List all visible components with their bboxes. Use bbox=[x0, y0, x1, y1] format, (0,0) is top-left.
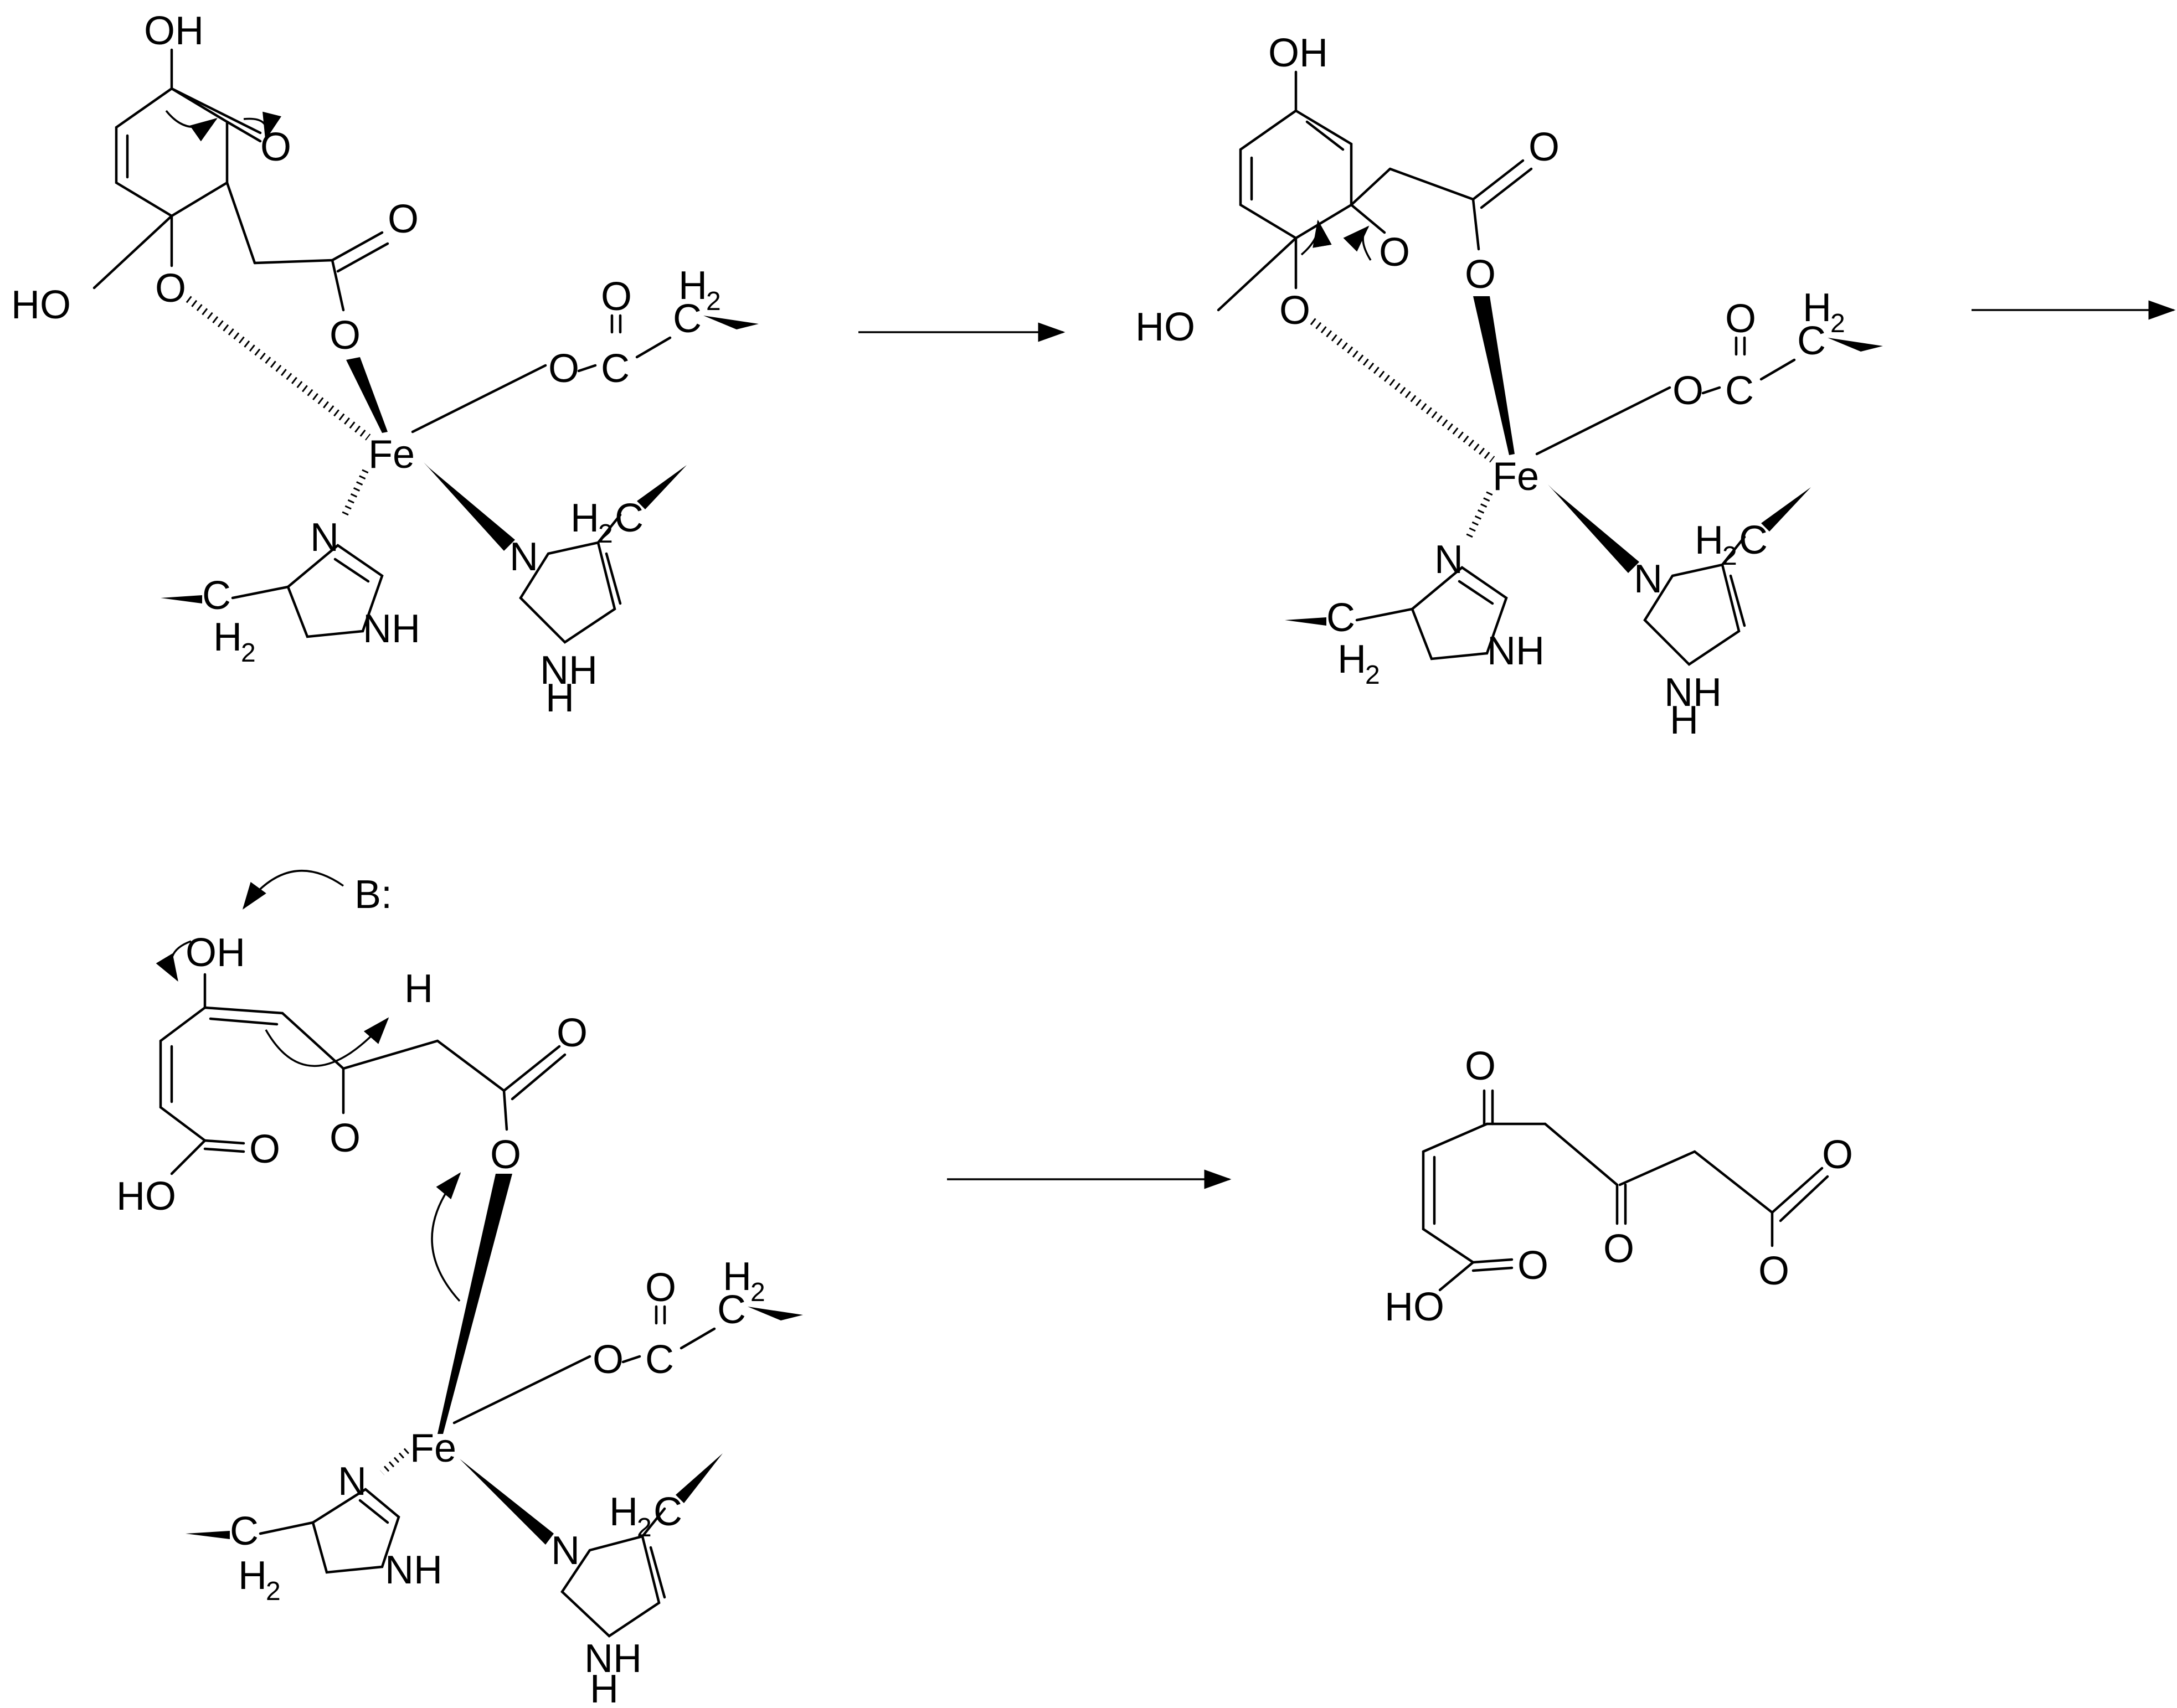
oh-label: OH bbox=[1268, 31, 1328, 75]
ketone-o-label: O bbox=[330, 1116, 361, 1160]
ch2-sub-label: 2 bbox=[750, 1278, 765, 1307]
oh-label: OH bbox=[186, 931, 245, 975]
ch2-c-label: C bbox=[1797, 319, 1826, 363]
acetate-o-label: O bbox=[548, 347, 579, 391]
imid2-ch2-label: H bbox=[570, 496, 599, 540]
structure-2: OH O HO O O O Fe O C O C H 2 N NH bbox=[1135, 31, 1883, 742]
o-radical-label: O bbox=[1379, 230, 1410, 275]
carboxylate-o-label: O bbox=[1758, 1249, 1789, 1293]
imid2-nh-label: NH bbox=[584, 1637, 642, 1681]
ho-label: HO bbox=[116, 1174, 176, 1219]
carboxylate-o-label: O bbox=[1465, 252, 1496, 297]
ho-label: HO bbox=[1385, 1285, 1444, 1329]
imid2-h-label: H bbox=[1670, 698, 1699, 742]
ch2-h-label: H bbox=[723, 1255, 752, 1299]
ch2-sub-label: 2 bbox=[1830, 309, 1845, 338]
ketone2-o-label: O bbox=[1603, 1227, 1634, 1271]
o-label: O bbox=[155, 266, 186, 311]
base-label: B: bbox=[354, 873, 392, 917]
acetate-c-label: C bbox=[601, 347, 630, 391]
imid2-n-label: N bbox=[551, 1529, 580, 1573]
ch2-c-label: C bbox=[717, 1288, 746, 1332]
imid2-c-label: C bbox=[653, 1490, 682, 1534]
ho-label: HO bbox=[11, 283, 71, 327]
fe-label: Fe bbox=[1492, 455, 1539, 499]
imid1-h-label: H bbox=[1337, 637, 1366, 682]
imid2-nh-label: NH bbox=[540, 648, 598, 693]
imid1-nh-label: NH bbox=[1487, 629, 1545, 673]
fe-label: Fe bbox=[410, 1426, 456, 1470]
imid1-sub-label: 2 bbox=[1365, 661, 1380, 690]
imid2-h-label: H bbox=[590, 1667, 619, 1708]
imid1-n-label: N bbox=[310, 515, 339, 560]
ch2-sub-label: 2 bbox=[706, 287, 721, 316]
imid2-h-label: H bbox=[545, 676, 574, 720]
imid1-sub-label: 2 bbox=[241, 638, 256, 668]
imid2-sub-label: 2 bbox=[637, 1513, 652, 1542]
carboxylate-o-label: O bbox=[490, 1133, 521, 1177]
imid2-c-label: C bbox=[1739, 518, 1768, 563]
structure-4: O O HO O O O bbox=[1385, 1044, 1853, 1329]
carboxylate-o-label: O bbox=[330, 313, 361, 358]
imid2-ch2-label: H bbox=[609, 1490, 638, 1534]
ch2-h-label: H bbox=[1803, 286, 1831, 330]
acetate-o2-label: O bbox=[1725, 297, 1756, 341]
imid2-n-label: N bbox=[1634, 557, 1663, 601]
imid1-h-label: H bbox=[238, 1554, 267, 1598]
acid-o-label: O bbox=[249, 1127, 280, 1172]
structure-1: OH O HO O O O Fe O C O C bbox=[11, 9, 759, 720]
carbonyl-o-label: O bbox=[557, 1011, 588, 1055]
ch2-c-label: C bbox=[673, 297, 702, 341]
imid2-sub-label: 2 bbox=[1722, 541, 1737, 571]
acid-o-label: O bbox=[1517, 1243, 1548, 1288]
structure-3: B: OH O HO H O O O Fe O bbox=[116, 870, 803, 1708]
imid1-c-label: C bbox=[230, 1509, 259, 1554]
fe-label: Fe bbox=[368, 432, 415, 477]
imid1-h-label: H bbox=[213, 615, 242, 659]
imid2-nh-label: NH bbox=[1664, 670, 1722, 715]
imid1-nh-label: NH bbox=[363, 607, 420, 651]
imid2-ch2-label: H bbox=[1695, 518, 1723, 563]
carbonyl-o-label: O bbox=[1528, 125, 1560, 169]
imid2-sub-label: 2 bbox=[598, 519, 613, 549]
imid1-nh-label: NH bbox=[385, 1548, 442, 1592]
acetate-o-label: O bbox=[1672, 369, 1703, 413]
imid1-sub-label: 2 bbox=[266, 1577, 281, 1606]
imid2-n-label: N bbox=[509, 535, 538, 579]
epoxide-o-label: O bbox=[260, 125, 291, 169]
imid1-n-label: N bbox=[1434, 538, 1463, 582]
ch2-h-label: H bbox=[678, 264, 707, 308]
acetate-c-label: C bbox=[645, 1338, 674, 1382]
acetate-o-label: O bbox=[593, 1338, 624, 1382]
imid1-c-label: C bbox=[202, 574, 231, 618]
acetate-c-label: C bbox=[1725, 369, 1754, 413]
ketone1-o-label: O bbox=[1465, 1044, 1496, 1088]
imid2-c-label: C bbox=[615, 496, 644, 540]
ho-label: HO bbox=[1135, 305, 1195, 349]
h-label: H bbox=[404, 967, 433, 1011]
oh-label: OH bbox=[144, 9, 204, 53]
o-label: O bbox=[1279, 288, 1310, 333]
carbonyl-o-label: O bbox=[1822, 1133, 1853, 1177]
acetate-o2-label: O bbox=[645, 1266, 676, 1310]
imid1-c-label: C bbox=[1326, 596, 1355, 640]
carbonyl-o-label: O bbox=[388, 197, 419, 241]
acetate-o2-label: O bbox=[601, 275, 632, 319]
